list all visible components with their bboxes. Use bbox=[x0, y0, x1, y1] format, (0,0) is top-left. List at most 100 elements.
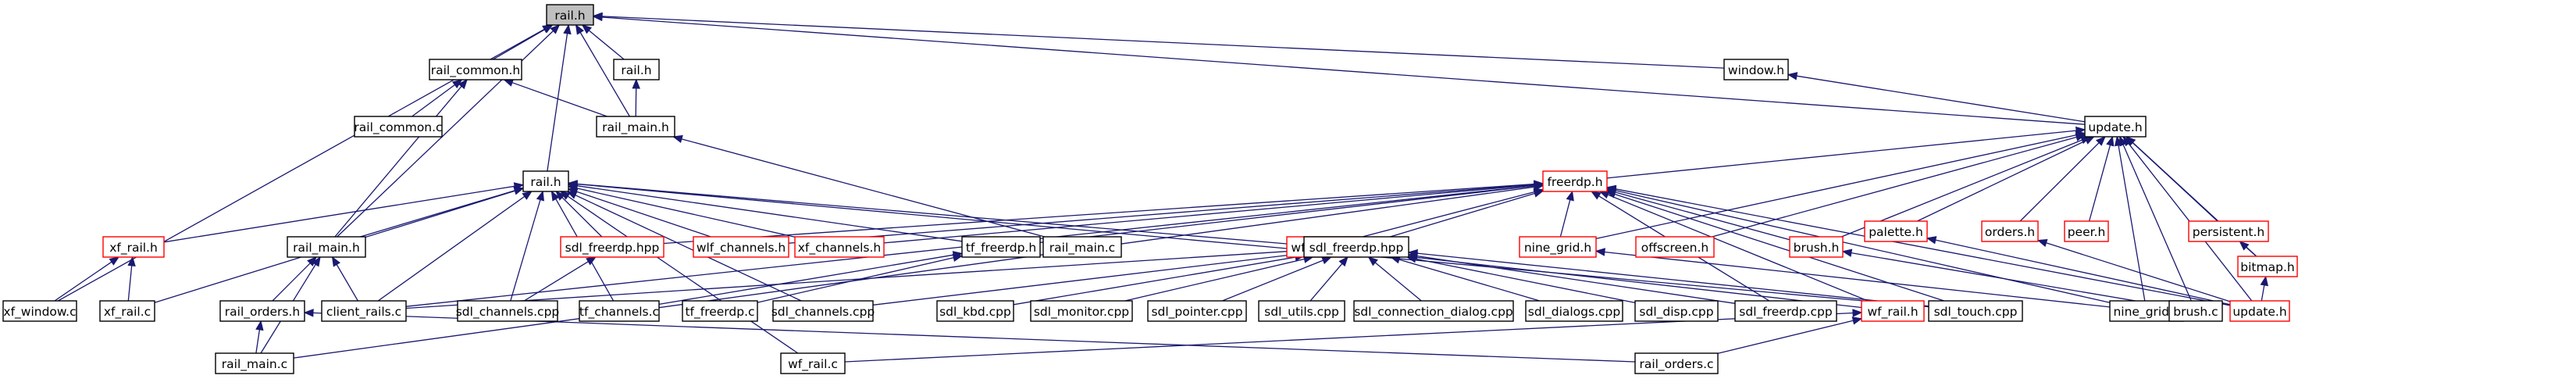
node-sdl-connection-dialog-cpp[interactable]: sdl_connection_dialog.cpp bbox=[1353, 300, 1514, 322]
node-xf-rail-h[interactable]: xf_rail.h bbox=[102, 236, 165, 258]
edge-sdl_channels_cpp_1-to-rail_h_mid bbox=[510, 190, 544, 302]
edge-update_h_bottom-to-update_h_top bbox=[2122, 135, 2253, 302]
node-sdl-freerdp-cpp[interactable]: sdl_freerdp.cpp bbox=[1734, 300, 1837, 322]
node-sdl-freerdp-hpp[interactable]: sdl_freerdp.hpp bbox=[1303, 236, 1409, 258]
node-sdl-monitor-cpp[interactable]: sdl_monitor.cpp bbox=[1030, 300, 1133, 322]
node-rail-common-c[interactable]: rail_common.c bbox=[354, 116, 443, 138]
edge-xf_rail_c-to-xf_rail_h bbox=[127, 256, 136, 302]
node-update-h-bottom[interactable]: update.h bbox=[2229, 300, 2290, 322]
node-label: rail_common.c bbox=[354, 120, 442, 135]
node-label: window.h bbox=[1728, 63, 1784, 77]
edge-sdl_touch_cpp-to-rail_h_mid bbox=[567, 180, 1929, 308]
node-rail-orders-c[interactable]: rail_orders.c bbox=[1634, 352, 1719, 374]
node-rail-h-root[interactable]: rail.h bbox=[546, 4, 594, 26]
node-label: rail_orders.h bbox=[225, 305, 300, 320]
node-label: xf_window.c bbox=[3, 305, 76, 320]
node-persistent-h[interactable]: persistent.h bbox=[2188, 220, 2269, 242]
node-brush-h[interactable]: brush.h bbox=[1789, 236, 1844, 258]
edges-layer bbox=[54, 12, 2268, 363]
node-xf-channels-h[interactable]: xf_channels.h bbox=[794, 236, 885, 258]
node-wlf-channels-h[interactable]: wlf_channels.h bbox=[693, 236, 789, 258]
node-label: xf_channels.h bbox=[798, 241, 882, 256]
node-wf-rail-h[interactable]: wf_rail.h bbox=[1861, 300, 1925, 322]
node-label: wlf_channels.h bbox=[697, 241, 786, 256]
node-label: rail_orders.c bbox=[1639, 357, 1713, 372]
node-nine-grid-h[interactable]: nine_grid.h bbox=[1519, 236, 1597, 258]
edge-sdl_dialogs_cpp-to-sdl_freerdp_hpp bbox=[1389, 256, 1540, 302]
node-tf-freerdp-h[interactable]: tf_freerdp.h bbox=[961, 236, 1041, 258]
node-label: rail_main.c bbox=[1049, 241, 1115, 256]
node-label: sdl_touch.cpp bbox=[1934, 305, 2018, 320]
node-client-rails-c[interactable]: client_rails.c bbox=[321, 300, 407, 322]
edge-sdl_monitor_cpp-to-sdl_freerdp_hpp bbox=[1124, 255, 1314, 302]
edge-client_rails_c-to-rail_h_mid bbox=[377, 191, 533, 302]
node-label: xf_rail.c bbox=[104, 305, 151, 320]
node-sdl-utils-cpp[interactable]: sdl_utils.cpp bbox=[1258, 300, 1345, 322]
edge-rail_main_h_top-to-rail_h_2 bbox=[632, 78, 640, 117]
node-sdl-channels-cpp-2[interactable]: sdl_channels.cpp bbox=[771, 300, 875, 322]
edge-xf_rail_h-to-rail_h_mid bbox=[163, 182, 525, 243]
node-label: sdl_connection_dialog.cpp bbox=[1354, 305, 1513, 320]
node-tf-freerdp-c[interactable]: tf_freerdp.c bbox=[682, 300, 758, 322]
node-sdl-dialogs-cpp[interactable]: sdl_dialogs.cpp bbox=[1525, 300, 1623, 322]
node-xf-window-c[interactable]: xf_window.c bbox=[2, 300, 77, 322]
edge-sdl_channels_cpp_2-to-sdl_freerdp_hpp bbox=[872, 250, 1306, 306]
edge-tf_channels_c-to-tf_freerdp_h bbox=[658, 251, 964, 306]
node-rail-main-h-top[interactable]: rail_main.h bbox=[596, 116, 675, 138]
node-rail-h-2[interactable]: rail.h bbox=[613, 59, 660, 80]
edge-palette_h-to-update_h_top bbox=[1917, 136, 2095, 222]
node-wf-rail-c[interactable]: wf_rail.c bbox=[780, 352, 846, 374]
edge-sdl_touch_cpp-to-sdl_freerdp_hpp bbox=[1407, 248, 1929, 307]
node-sdl-pointer-cpp[interactable]: sdl_pointer.cpp bbox=[1147, 300, 1247, 322]
edge-client_rails_c-to-rail_main_h_mid bbox=[331, 256, 358, 302]
node-label: update.h bbox=[2088, 120, 2142, 134]
edge-sdl_freerdp_cpp-to-sdl_freerdp_hpp bbox=[1407, 252, 1736, 304]
node-offscreen-h[interactable]: offscreen.h bbox=[1635, 236, 1715, 258]
edge-nine_grid_c-to-update_h_top bbox=[2114, 135, 2146, 302]
node-sdl-kbd-cpp[interactable]: sdl_kbd.cpp bbox=[936, 300, 1014, 322]
edge-wlf_channels_h-to-rail_h_mid bbox=[567, 188, 711, 238]
node-label: update.h bbox=[2232, 305, 2286, 319]
node-rail-main-c-bottom[interactable]: rail_main.c bbox=[215, 352, 294, 374]
edge-sdl_kbd_cpp-to-sdl_freerdp_hpp bbox=[1013, 252, 1306, 306]
node-label: nine_grid.c bbox=[2113, 305, 2179, 320]
node-label: tf_freerdp.h bbox=[966, 241, 1036, 256]
node-tf-channels-c[interactable]: tf_channels.c bbox=[579, 300, 660, 322]
edge-sdl_channels_cpp_1-to-sdl_freerdp_hpp_red bbox=[523, 256, 597, 302]
node-label: persistent.h bbox=[2193, 225, 2264, 239]
edge-rail_h_2-to-rail_h_root bbox=[581, 24, 625, 60]
node-peer-h[interactable]: peer.h bbox=[2064, 220, 2109, 242]
node-rail-h-mid[interactable]: rail.h bbox=[522, 170, 569, 192]
node-label: peer.h bbox=[2068, 225, 2106, 239]
node-label: rail.h bbox=[530, 175, 561, 189]
node-orders-h[interactable]: orders.h bbox=[1981, 220, 2039, 242]
node-brush-c[interactable]: brush.c bbox=[2168, 300, 2223, 322]
node-window-h[interactable]: window.h bbox=[1723, 59, 1789, 80]
node-label: sdl_monitor.cpp bbox=[1034, 305, 1129, 320]
node-rail-common-h[interactable]: rail_common.h bbox=[429, 59, 522, 80]
edge-orders_h-to-update_h_top bbox=[2019, 136, 2106, 222]
node-rail-main-h-mid[interactable]: rail_main.h bbox=[287, 236, 366, 258]
node-palette-h[interactable]: palette.h bbox=[1864, 220, 1928, 242]
edge-rail_main_h_top-to-rail_h_root bbox=[575, 23, 630, 117]
edge-window_h-to-rail_h_root bbox=[592, 12, 1725, 69]
node-sdl-channels-cpp-1[interactable]: sdl_channels.cpp bbox=[456, 300, 560, 322]
node-rail-orders-h[interactable]: rail_orders.h bbox=[219, 300, 305, 322]
edge-sdl_freerdp_hpp-to-freerdp_h bbox=[1390, 189, 1545, 238]
node-update-h-top[interactable]: update.h bbox=[2084, 116, 2147, 138]
edge-freerdp_h-to-update_h_top bbox=[1606, 126, 2086, 179]
edge-rail_main_c_bottom-to-freerdp_h bbox=[293, 183, 1545, 359]
node-label: rail.h bbox=[621, 63, 651, 77]
node-freerdp-h[interactable]: freerdp.h bbox=[1542, 170, 1608, 192]
node-sdl-freerdp-hpp-red[interactable]: sdl_freerdp.hpp bbox=[560, 236, 664, 258]
edge-nine_grid_h-to-freerdp_h bbox=[1559, 190, 1574, 238]
node-bitmap-h[interactable]: bitmap.h bbox=[2237, 256, 2298, 277]
node-rail-main-c[interactable]: rail_main.c bbox=[1042, 236, 1122, 258]
node-xf-rail-c[interactable]: xf_rail.c bbox=[99, 300, 155, 322]
node-label: sdl_freerdp.hpp bbox=[1309, 241, 1404, 256]
edge-update_h_bottom-to-freerdp_h bbox=[1605, 184, 2231, 306]
node-sdl-disp-cpp[interactable]: sdl_disp.cpp bbox=[1634, 300, 1719, 322]
node-label: sdl_disp.cpp bbox=[1639, 305, 1713, 320]
node-sdl-touch-cpp[interactable]: sdl_touch.cpp bbox=[1928, 300, 2023, 322]
node-label: rail_main.c bbox=[222, 357, 287, 372]
